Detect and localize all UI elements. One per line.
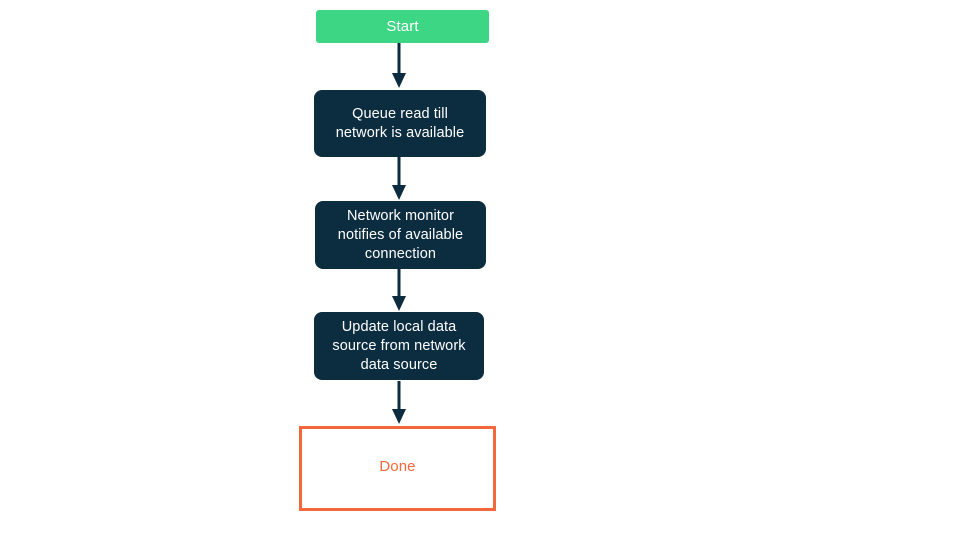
edge-update-to-done	[385, 381, 413, 426]
node-start-label: Start	[386, 18, 419, 35]
arrow-down-icon	[392, 157, 406, 200]
arrow-down-icon	[392, 381, 406, 424]
edge-queue-to-monitor	[385, 157, 413, 201]
node-update-local-data[interactable]: Update local data source from network da…	[314, 312, 484, 380]
node-network-monitor[interactable]: Network monitor notifies of available co…	[315, 201, 486, 269]
node-done[interactable]: Done	[299, 426, 496, 511]
node-start[interactable]: Start	[316, 10, 489, 43]
node-queue-read-label: Queue read till network is available	[335, 105, 465, 141]
arrow-down-icon	[392, 269, 406, 311]
edge-start-to-queue	[385, 43, 413, 89]
node-done-label: Done	[379, 458, 416, 475]
arrow-down-icon	[392, 43, 406, 88]
edge-monitor-to-update	[385, 269, 413, 313]
node-network-monitor-label: Network monitor notifies of available co…	[337, 207, 464, 262]
node-update-local-data-label: Update local data source from network da…	[332, 318, 466, 373]
node-queue-read[interactable]: Queue read till network is available	[314, 90, 486, 157]
